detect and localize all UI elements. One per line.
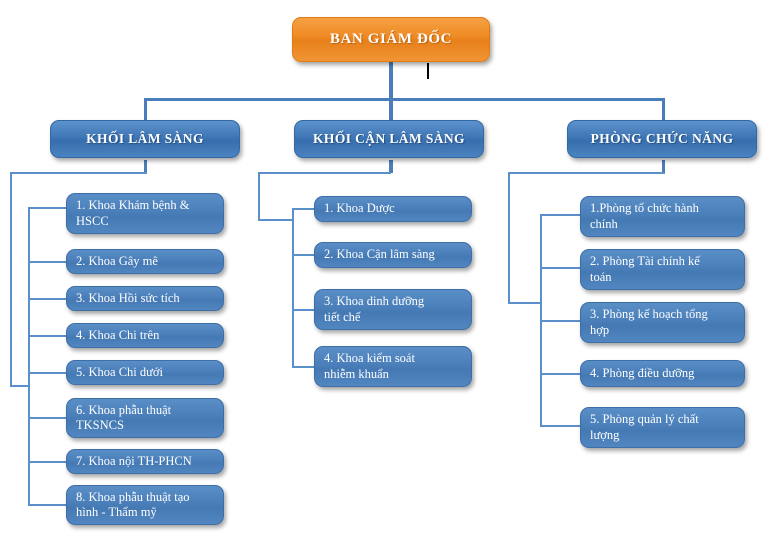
connector-col3-branch-drop: [662, 160, 665, 173]
connector-col1-outer-top: [10, 172, 147, 174]
connector-col3-outer-spine: [508, 172, 510, 304]
connector-col1-stub-6: [28, 417, 66, 419]
leaf-col2-item-3-line2: tiết chế: [324, 309, 361, 324]
connector-col1-stub-3: [28, 298, 66, 300]
node-khoi-lam-sang-label: KHỐI LÂM SÀNG: [86, 131, 204, 146]
connector-col2-stub-2: [292, 254, 314, 256]
leaf-col3-item-4[interactable]: 4. Phòng điều dưỡng: [580, 360, 745, 387]
leaf-col3-item-2-line1: 2. Phòng Tài chính kế: [590, 254, 700, 269]
connector-branch-drop-1: [144, 98, 147, 120]
connector-col3-outer-top: [508, 172, 665, 174]
leaf-col3-item-2-line2: toán: [590, 269, 612, 284]
leaf-col1-item-1-line1: 1. Khoa Khám bệnh &: [76, 198, 190, 213]
leaf-col3-item-3-line2: hợp: [590, 322, 610, 337]
leaf-col3-item-1-line1: 1.Phòng tổ chức hành: [590, 201, 699, 216]
connector-col1-stub-8: [28, 504, 66, 506]
leaf-col3-item-5[interactable]: 5. Phòng quản lý chất lượng: [580, 407, 745, 448]
leaf-col2-item-1[interactable]: 1. Khoa Dược: [314, 196, 472, 222]
leaf-col2-item-4-line1: 4. Khoa kiểm soát: [324, 351, 415, 366]
connector-col1-stub-4: [28, 335, 66, 337]
leaf-col1-item-1-line2: HSCC: [76, 213, 109, 228]
text-cursor-artifact: [427, 63, 429, 79]
connector-col2-stub-1: [292, 208, 314, 210]
connector-branch-bus: [145, 98, 665, 101]
connector-branch-drop-2: [389, 98, 393, 120]
leaf-col1-item-5[interactable]: 5. Khoa Chi dưới: [66, 360, 224, 385]
leaf-col2-item-3[interactable]: 3. Khoa dinh dưỡng tiết chế: [314, 289, 472, 330]
leaf-col3-item-1[interactable]: 1.Phòng tổ chức hành chính: [580, 196, 745, 237]
leaf-col1-item-7-line1: 7. Khoa nội TH-PHCN: [76, 453, 192, 468]
leaf-col1-item-8-line1: 8. Khoa phẫu thuật tạo: [76, 489, 190, 504]
leaf-col1-item-5-line1: 5. Khoa Chi dưới: [76, 364, 163, 379]
node-phong-chuc-nang-label: PHÒNG CHỨC NĂNG: [590, 131, 734, 146]
leaf-col1-item-6[interactable]: 6. Khoa phẫu thuật TKSNCS: [66, 398, 224, 438]
leaf-col2-item-2[interactable]: 2. Khoa Cận lâm sàng: [314, 242, 472, 268]
leaf-col1-item-7[interactable]: 7. Khoa nội TH-PHCN: [66, 449, 224, 474]
node-phong-chuc-nang[interactable]: PHÒNG CHỨC NĂNG: [567, 120, 757, 158]
connector-col3-stub-1: [540, 214, 580, 216]
connector-col1-stub-7: [28, 461, 66, 463]
node-ban-giam-doc[interactable]: BAN GIÁM ĐỐC: [292, 17, 490, 62]
connector-col2-stub-3: [292, 309, 314, 311]
leaf-col3-item-5-line2: lượng: [590, 427, 620, 442]
leaf-col1-item-2-line1: 2. Khoa Gây mê: [76, 253, 158, 268]
leaf-col1-item-1[interactable]: 1. Khoa Khám bệnh & HSCC: [66, 193, 224, 234]
node-ban-giam-doc-label: BAN GIÁM ĐỐC: [329, 31, 453, 47]
leaf-col3-item-2[interactable]: 2. Phòng Tài chính kế toán: [580, 249, 745, 290]
leaf-col3-item-3[interactable]: 3. Phòng kế hoạch tổng hợp: [580, 302, 745, 343]
node-khoi-lam-sang[interactable]: KHỐI LÂM SÀNG: [50, 120, 240, 158]
connector-col2-outer-spine: [258, 172, 260, 220]
connector-col3-stub-3: [540, 320, 580, 322]
connector-col1-inner-spine: [28, 207, 30, 504]
leaf-col2-item-1-line1: 1. Khoa Dược: [324, 201, 395, 216]
connector-col3-outer-bottom: [508, 302, 542, 304]
connector-branch-drop-3: [662, 98, 665, 120]
connector-col3-stub-5: [540, 425, 580, 427]
leaf-col2-item-3-line1: 3. Khoa dinh dưỡng: [324, 294, 425, 309]
leaf-col1-item-6-line2: TKSNCS: [76, 418, 124, 432]
leaf-col1-item-4[interactable]: 4. Khoa Chi trên: [66, 323, 224, 348]
leaf-col1-item-8[interactable]: 8. Khoa phẫu thuật tạo hình - Thẩm mỹ: [66, 485, 224, 525]
connector-col1-branch-drop: [144, 160, 147, 173]
connector-col1-stub-2: [28, 261, 66, 263]
connector-col3-stub-2: [540, 267, 580, 269]
connector-col2-inner-spine: [292, 208, 294, 367]
connector-col2-outer-top: [258, 172, 391, 174]
connector-col3-stub-4: [540, 373, 580, 375]
connector-col2-stub-4: [292, 366, 314, 368]
connector-col1-stub-5: [28, 372, 66, 374]
leaf-col3-item-1-line2: chính: [590, 216, 618, 231]
connector-col1-outer-bottom: [10, 385, 30, 387]
connector-col1-outer-spine: [10, 172, 12, 387]
leaf-col1-item-3-line1: 3. Khoa Hồi sức tích: [76, 290, 180, 305]
connector-col2-outer-bottom: [258, 219, 294, 221]
leaf-col2-item-4-line2: nhiễm khuẩn: [324, 366, 389, 381]
connector-col1-stub-1: [28, 207, 66, 209]
node-khoi-can-lam-sang-label: KHỐI CẬN LÂM SÀNG: [313, 131, 465, 146]
leaf-col3-item-3-line1: 3. Phòng kế hoạch tổng: [590, 307, 708, 322]
leaf-col3-item-4-line1: 4. Phòng điều dưỡng: [590, 365, 695, 380]
leaf-col1-item-2[interactable]: 2. Khoa Gây mê: [66, 249, 224, 274]
leaf-col1-item-4-line1: 4. Khoa Chi trên: [76, 327, 160, 342]
leaf-col3-item-5-line1: 5. Phòng quản lý chất: [590, 412, 699, 427]
leaf-col1-item-8-line2: hình - Thẩm mỹ: [76, 505, 157, 519]
leaf-col2-item-2-line1: 2. Khoa Cận lâm sàng: [324, 247, 435, 262]
connector-root-drop: [389, 60, 393, 100]
leaf-col1-item-3[interactable]: 3. Khoa Hồi sức tích: [66, 286, 224, 311]
leaf-col1-item-6-line1: 6. Khoa phẫu thuật: [76, 402, 172, 417]
connector-col2-branch-drop: [389, 160, 393, 173]
leaf-col2-item-4[interactable]: 4. Khoa kiểm soát nhiễm khuẩn: [314, 346, 472, 387]
node-khoi-can-lam-sang[interactable]: KHỐI CẬN LÂM SÀNG: [294, 120, 484, 158]
